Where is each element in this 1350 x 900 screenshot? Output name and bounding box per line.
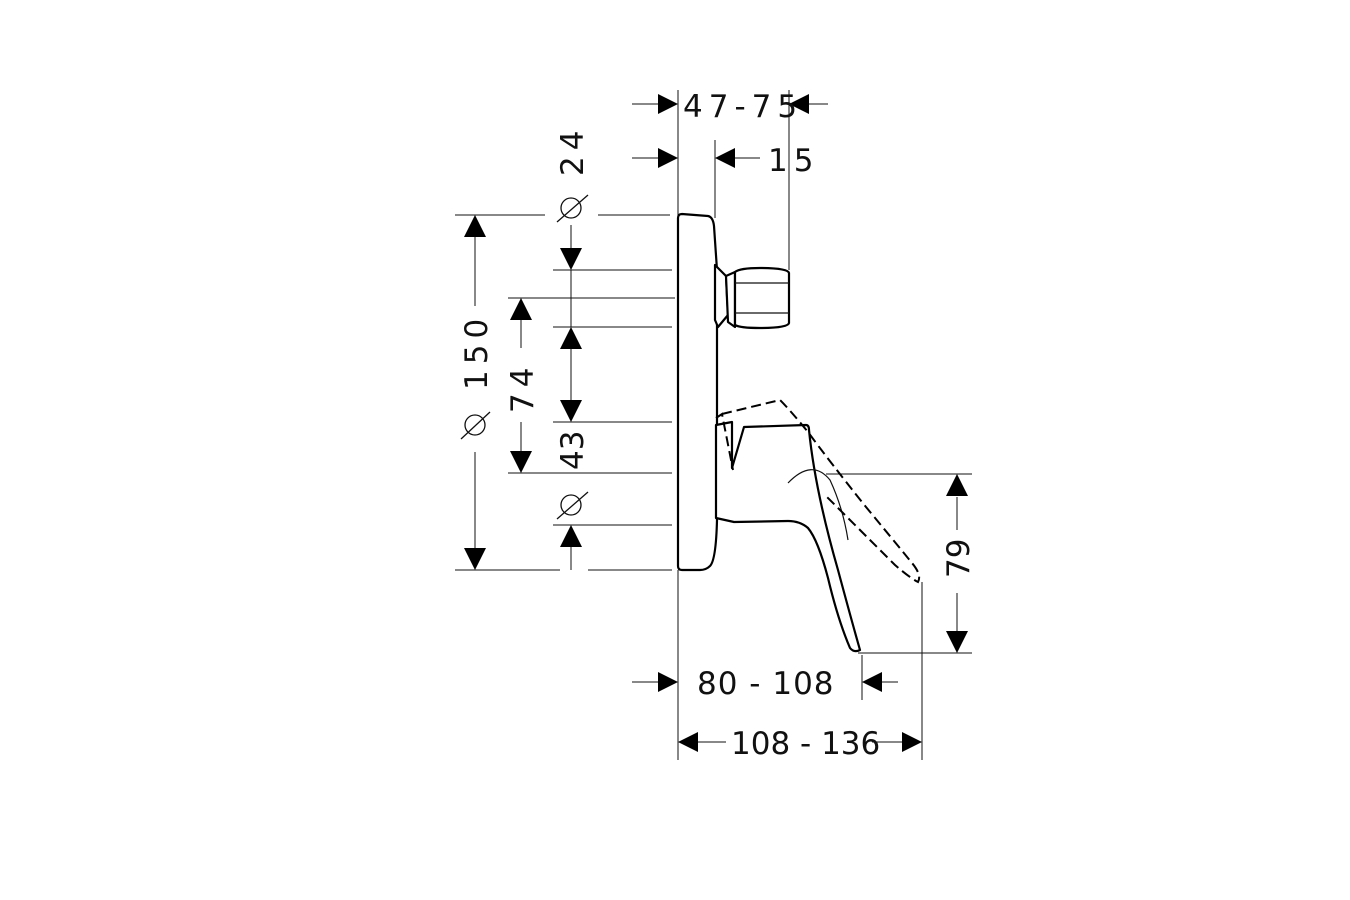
dim-depth-range: 47-75 <box>683 89 803 125</box>
outlet-hub <box>713 263 730 329</box>
extension-lines <box>455 90 972 760</box>
dim-lever-reach: 80 - 108 <box>697 666 835 702</box>
arrow-up-icon <box>946 474 968 496</box>
dim-lever-height: 79 <box>941 539 977 578</box>
mixer-outline <box>676 212 921 653</box>
dim-diameter-outlet: 24 <box>555 125 591 176</box>
diameter-symbol-150 <box>460 411 491 440</box>
diameter-symbol-43 <box>556 491 589 520</box>
dim-spacing: 74 <box>505 362 541 413</box>
lever-alt-position <box>715 398 921 584</box>
arrow-up-icon <box>560 327 582 349</box>
lever-body <box>714 420 862 653</box>
arrow-down-icon <box>560 400 582 422</box>
arrow-left-icon <box>678 732 698 752</box>
dim-total-reach: 108 - 136 <box>731 726 880 762</box>
arrow-right-icon <box>658 672 678 692</box>
arrow-down-icon <box>464 548 486 570</box>
arrow-down-icon <box>560 248 582 270</box>
arrow-up-icon <box>464 215 486 237</box>
arrow-right-icon <box>658 148 678 168</box>
dimension-arrows <box>464 94 968 752</box>
diameter-symbol-24 <box>556 194 589 223</box>
dim-diameter-plate: 150 <box>459 313 495 390</box>
arrow-up-icon <box>510 298 532 320</box>
wall-plate <box>676 212 719 572</box>
dim-diameter-lever: 43 <box>555 431 591 470</box>
arrow-down-icon <box>946 631 968 653</box>
diverter-knob <box>733 266 791 330</box>
arrow-down-icon <box>510 451 532 473</box>
arrow-left-icon <box>862 672 882 692</box>
arrow-up-icon <box>560 525 582 547</box>
arrow-right-icon <box>658 94 678 114</box>
arrow-left-icon <box>715 148 735 168</box>
arrow-left-icon <box>789 94 809 114</box>
outlet-collar <box>724 270 737 329</box>
arrow-right-icon <box>902 732 922 752</box>
dim-outlet-offset: 15 <box>768 143 819 179</box>
